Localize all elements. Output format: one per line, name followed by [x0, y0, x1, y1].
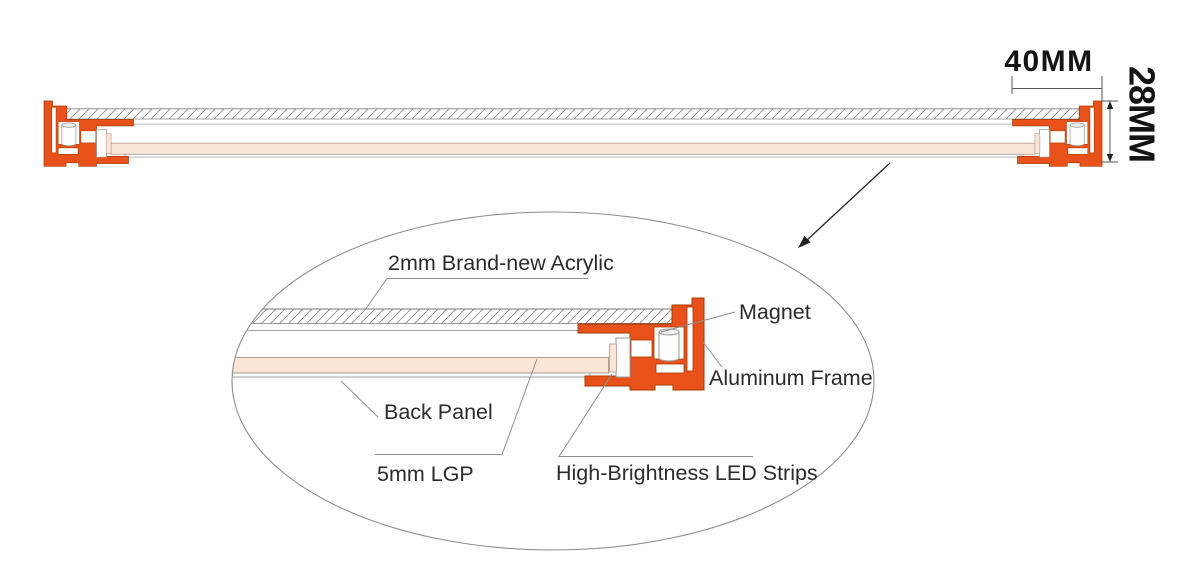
label-aluminum-frame: Aluminum Frame [709, 366, 873, 390]
depth-dimension: 28MM [1101, 66, 1162, 163]
depth-dimension-label: 28MM [1121, 66, 1162, 162]
label-magnet: Magnet [739, 300, 811, 324]
back-panel-detail [232, 372, 591, 378]
leader-aluminum-frame [702, 341, 723, 368]
lgp-panel-detail [232, 357, 609, 374]
leader-lgp [375, 358, 538, 455]
acrylic-panel [66, 108, 1080, 120]
acrylic-panel-detail [232, 308, 673, 324]
width-dimension-label: 40MM [1004, 45, 1093, 78]
main-cross-section [43, 100, 1103, 167]
label-acrylic: 2mm Brand-new Acrylic [388, 251, 614, 275]
part-labels: 2mm Brand-new Acrylic Magnet Aluminum Fr… [377, 251, 873, 486]
detail-ellipse [231, 211, 875, 551]
leader-magnet [660, 311, 736, 333]
label-lgp: 5mm LGP [377, 462, 474, 486]
back-panel-sheet [124, 153, 1022, 158]
width-dimension: 40MM [1004, 45, 1103, 101]
leader-acrylic [364, 278, 588, 311]
lgp-panel [110, 142, 1036, 155]
acrylic-underlayer [133, 118, 1013, 125]
acrylic-underlayer-detail [232, 323, 579, 331]
label-led-strips: High-Brightness LED Strips [556, 461, 818, 485]
callout-arrow-icon [798, 162, 891, 248]
leader-back-panel [340, 380, 379, 418]
leader-lines [340, 278, 753, 457]
detail-view [232, 297, 705, 391]
label-back-panel: Back Panel [384, 400, 493, 424]
leader-led-strips [558, 373, 753, 457]
